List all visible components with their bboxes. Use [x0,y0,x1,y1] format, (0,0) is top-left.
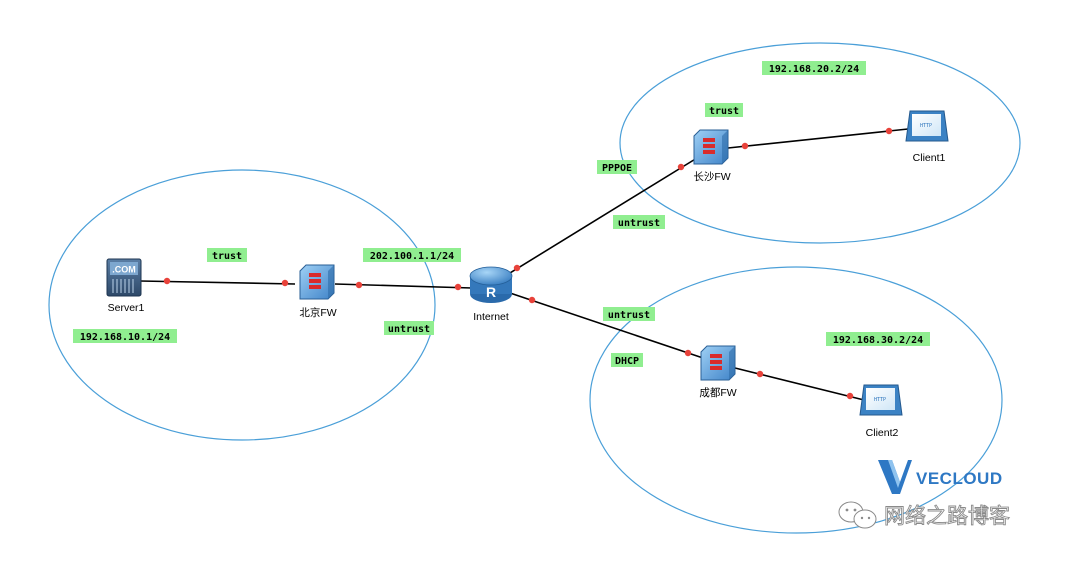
link-chengdu-fw-client2 [734,367,865,401]
label-changsha-subnet: 192.168.20.2/24 [769,64,859,75]
node-label-internet: Internet [473,311,509,323]
link-beijing-fw-internet [334,283,473,289]
port-dot [684,349,692,357]
zone-beijing [48,169,436,441]
label-chengdu-subnet: 192.168.30.2/24 [833,335,923,346]
label-changsha-trust: trust [709,106,739,117]
vecloud-logo-text: VECLOUD [916,469,1003,488]
node-label-client1: Client1 [913,152,946,164]
port-markers [163,127,893,400]
vecloud-logo: VECLOUD [878,460,1003,494]
port-dot [756,370,764,378]
port-dot [528,296,536,304]
node-label-chengdu-fw: 成都FW [699,387,736,399]
label-changsha-access: PPPOE [602,163,632,174]
client2[interactable]: HTTP Client2 [859,384,903,439]
link-internet-chengdu-fw [509,292,704,359]
port-dot [454,283,462,291]
server-badge: .COM [112,265,136,275]
link-server1-beijing-fw [139,280,296,285]
port-dot [741,142,749,150]
label-chengdu-access: DHCP [615,356,639,367]
node-label-changsha-fw: 长沙FW [693,171,730,183]
internet-router[interactable]: R Internet [469,266,513,323]
port-dot [163,277,171,285]
zone-changsha [619,42,1021,244]
blog-watermark: 网络之路博客 [838,501,1010,529]
node-label-client2: Client2 [866,427,899,439]
port-dot [281,279,289,287]
label-changsha-untrust: untrust [618,218,660,229]
changsha-fw[interactable]: 长沙FW [693,129,731,183]
label-chengdu-untrust: untrust [608,310,650,321]
client1[interactable]: HTTP Client1 [905,110,949,164]
server1[interactable]: .COM Server1 [106,258,145,314]
port-dot [513,264,521,272]
wechat-icon [838,501,877,529]
node-label-beijing-fw: 北京FW [299,306,336,319]
port-dot [885,127,893,135]
label-beijing-trust: trust [212,251,242,262]
label-beijing-wan-ip: 202.100.1.1/24 [370,251,454,262]
router-icon [469,266,513,286]
zone-labels: trust 202.100.1.1/24 untrust 192.168.10.… [73,61,930,367]
port-dot [677,163,685,171]
link-changsha-fw-client1 [727,128,909,149]
port-dot [355,281,363,289]
chengdu-fw[interactable]: 成都FW [699,345,737,399]
link-internet-changsha-fw [504,157,698,277]
watermark-text: 网络之路博客 [884,504,1010,528]
node-label-server1: Server1 [108,302,145,314]
label-beijing-untrust: untrust [388,324,430,335]
beijing-fw[interactable]: 北京FW [299,264,337,319]
label-beijing-subnet: 192.168.10.1/24 [80,332,170,343]
port-dot [846,392,854,400]
client2-screen-text: HTTP [874,397,886,403]
router-badge: R [486,284,496,300]
zone-chengdu [589,266,1003,534]
client1-screen-text: HTTP [920,123,932,129]
